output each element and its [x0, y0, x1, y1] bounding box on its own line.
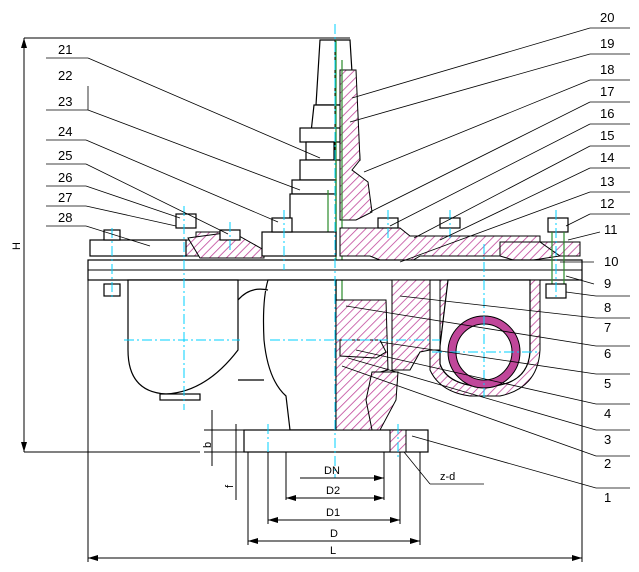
svg-text:28: 28	[58, 210, 72, 225]
svg-text:16: 16	[600, 106, 614, 121]
overall-height-dimension: H	[11, 37, 350, 453]
dim-f-label: f	[224, 484, 236, 488]
lower-body-left	[127, 279, 337, 431]
tag-7: 7	[399, 295, 630, 335]
tag-19: 19	[349, 36, 630, 123]
svg-text:11: 11	[604, 222, 618, 237]
tag-21: 21	[46, 42, 321, 159]
svg-text:19: 19	[600, 36, 614, 51]
tag-16: 16	[389, 106, 630, 227]
svg-text:8: 8	[604, 300, 611, 315]
tag-1: 1	[411, 435, 630, 505]
svg-text:25: 25	[58, 148, 72, 163]
svg-text:5: 5	[604, 376, 611, 391]
dim-z-d-label: z-d	[440, 471, 455, 483]
tag-9: 9	[565, 275, 611, 291]
tag-17: 17	[369, 84, 630, 213]
svg-text:15: 15	[600, 128, 614, 143]
tag-28: 28	[46, 210, 151, 247]
tag-8: 8	[565, 291, 630, 315]
tag-10: 10	[560, 254, 618, 269]
tag-12: 12	[565, 196, 630, 227]
tag-18: 18	[363, 62, 630, 173]
tag-24: 24	[46, 124, 279, 223]
tag-2: 2	[341, 365, 630, 471]
svg-text:1: 1	[604, 490, 611, 505]
tag-11: 11	[567, 222, 618, 241]
svg-text:27: 27	[58, 190, 72, 205]
tag-14: 14	[439, 150, 630, 241]
bottom-dimensions: b f DN D2 D1 D L	[87, 280, 583, 562]
svg-text:17: 17	[600, 84, 614, 99]
svg-text:23: 23	[58, 94, 72, 109]
svg-text:21: 21	[58, 42, 72, 57]
tag-27: 27	[46, 190, 177, 227]
tag-25: 25	[46, 148, 229, 235]
svg-text:2: 2	[604, 456, 611, 471]
tag-23: 23	[46, 94, 301, 191]
tag-3: 3	[347, 357, 630, 447]
svg-text:18: 18	[600, 62, 614, 77]
bottom-flange	[243, 299, 429, 453]
tag-6: 6	[345, 305, 630, 361]
tag-15: 15	[413, 128, 630, 239]
tag-22: 22	[58, 68, 89, 110]
svg-text:22: 22	[58, 68, 72, 83]
svg-text:13: 13	[600, 174, 614, 189]
tag-13: 13	[399, 174, 630, 263]
svg-text:7: 7	[604, 320, 611, 335]
svg-text:9: 9	[604, 276, 611, 291]
dim-D-label: D	[330, 528, 338, 540]
top-vent-assembly	[289, 39, 373, 360]
tag-26: 26	[46, 170, 181, 219]
svg-text:14: 14	[600, 150, 614, 165]
svg-text:24: 24	[58, 124, 72, 139]
svg-text:6: 6	[604, 346, 611, 361]
dim-b-label: b	[202, 442, 214, 448]
dim-D2-label: D2	[326, 485, 340, 497]
dim-D1-label: D1	[326, 507, 340, 519]
svg-text:26: 26	[58, 170, 72, 185]
dim-L-label: L	[330, 545, 336, 557]
tag-20: 20	[351, 10, 630, 99]
dim-H-label: H	[11, 242, 23, 250]
svg-text:3: 3	[604, 432, 611, 447]
right-part-tags: 20 19 18 17 16 15 14	[341, 10, 630, 505]
svg-text:12: 12	[600, 196, 614, 211]
svg-text:4: 4	[604, 406, 611, 421]
svg-text:10: 10	[604, 254, 618, 269]
svg-text:20: 20	[600, 10, 614, 25]
tag-5: 5	[379, 341, 630, 391]
top-cover-plates	[87, 227, 583, 281]
dim-DN-label: DN	[324, 465, 340, 477]
tag-4: 4	[355, 349, 630, 421]
left-part-tags: 21 22 23 24 25 26 27	[46, 42, 321, 247]
